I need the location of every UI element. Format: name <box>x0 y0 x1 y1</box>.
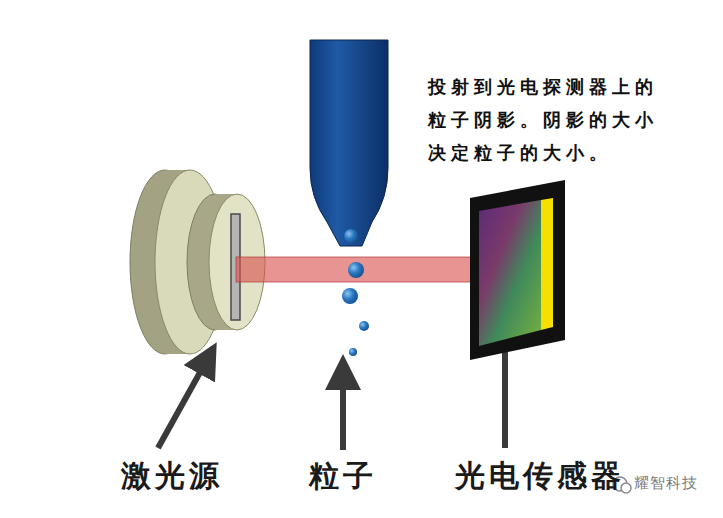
note-text: 投射到光电探测器上的粒子阴影。阴影的大小决定粒子的大小。 <box>428 70 666 169</box>
leader-arrows <box>158 358 343 450</box>
nozzle <box>310 40 388 246</box>
part-label: 激光源 <box>121 458 223 494</box>
part-label: 光电传感器 <box>455 458 625 494</box>
watermark: 耀智科技 <box>634 474 698 492</box>
photo-sensor <box>470 180 565 448</box>
particles <box>342 229 369 356</box>
part-label: 粒子 <box>309 458 377 494</box>
laser-beam <box>236 257 511 282</box>
